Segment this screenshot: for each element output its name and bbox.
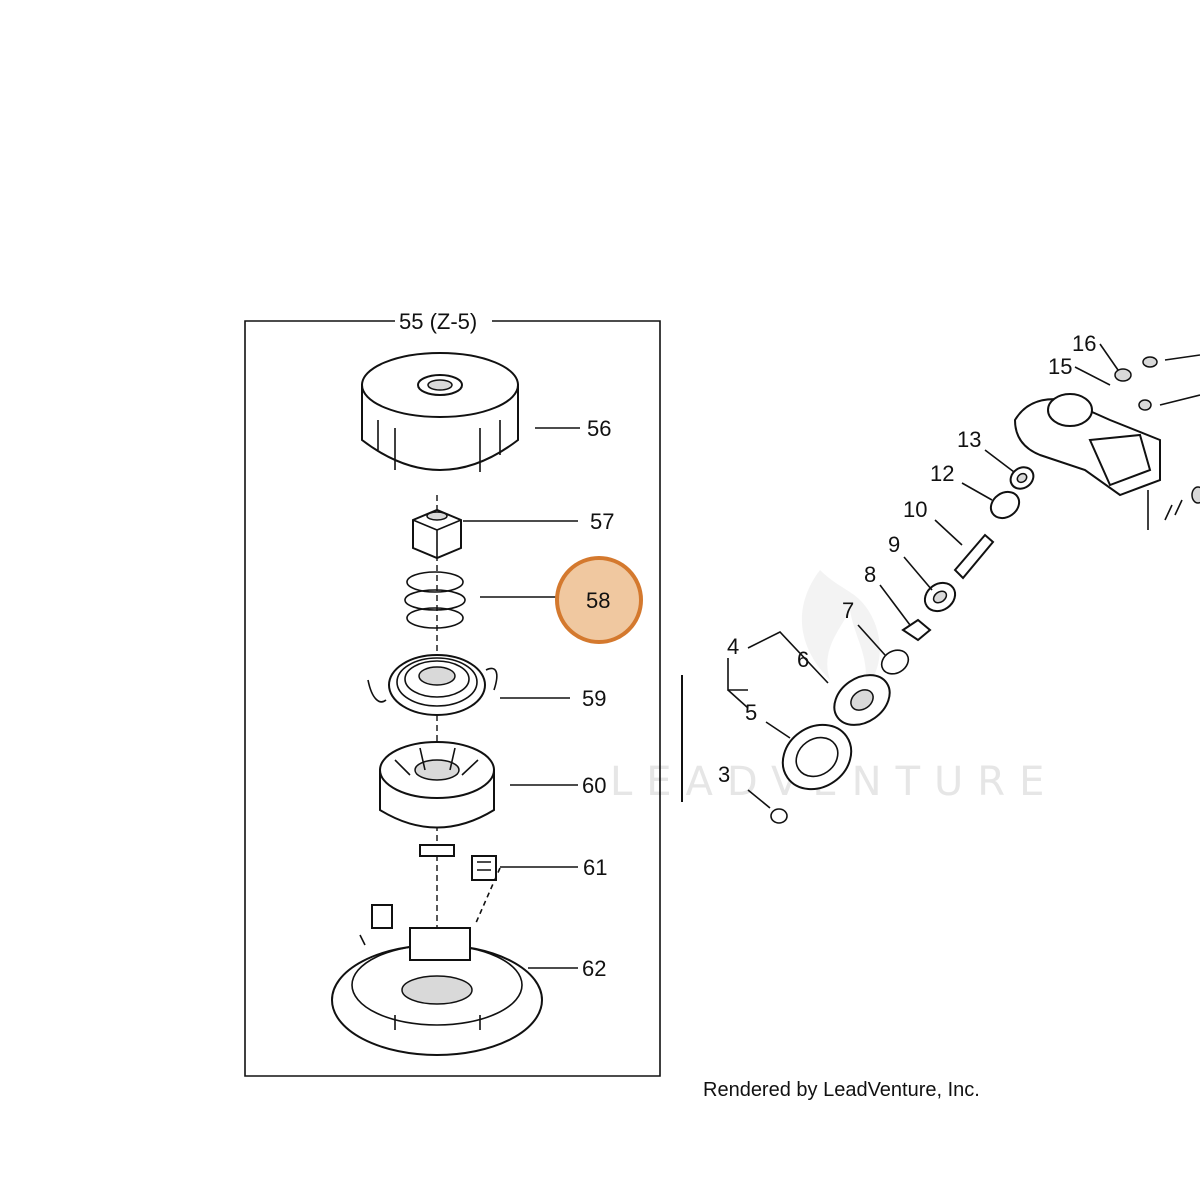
watermark-flame-logo: [801, 570, 880, 690]
assembly-group-box: 55 (Z-5): [244, 309, 661, 1077]
left-callouts: 56 57 58 59 60 61 62: [463, 416, 643, 981]
callout-5: 5: [745, 700, 757, 725]
group-title: 55 (Z-5): [399, 309, 477, 334]
part-61-eyelet: [471, 855, 501, 926]
part-10-shaft: [953, 533, 995, 580]
part-57-nut: [412, 508, 462, 560]
part-12-bearing: [989, 490, 1021, 520]
callout-59: 59: [582, 686, 606, 711]
part-7-snap-ring: [880, 649, 910, 675]
part-58-spring: [404, 571, 466, 629]
callout-8: 8: [864, 562, 876, 587]
part-62-base: [331, 904, 543, 1056]
part-60-bobbin: [379, 741, 495, 857]
callout-61: 61: [583, 855, 607, 880]
callout-4: 4: [727, 634, 739, 659]
callout-7: 7: [842, 598, 854, 623]
highlight-58-marker[interactable]: [555, 556, 643, 644]
part-5-washer: [781, 723, 853, 791]
callout-3: 3: [718, 762, 730, 787]
callout-13: 13: [957, 427, 981, 452]
callout-58: 58: [586, 588, 610, 613]
part-59-spool: [367, 654, 498, 716]
callout-60: 60: [582, 773, 606, 798]
right-shaft-assembly: 3 4 5 6 7 8 9 10 12 13 15 16: [718, 331, 1200, 824]
callout-57: 57: [590, 509, 614, 534]
callout-62: 62: [582, 956, 606, 981]
callout-6: 6: [797, 647, 809, 672]
part-16-screw: [1114, 368, 1132, 382]
callout-16: 16: [1072, 331, 1096, 356]
part-56-cover: [361, 352, 519, 472]
callout-12: 12: [930, 461, 954, 486]
part-3-ring: [770, 808, 788, 824]
callout-56: 56: [587, 416, 611, 441]
callout-9: 9: [888, 532, 900, 557]
callout-10: 10: [903, 497, 927, 522]
callout-15: 15: [1048, 354, 1072, 379]
render-credit: Rendered by LeadVenture, Inc.: [703, 1079, 980, 1101]
part-8-plate: [901, 618, 932, 642]
